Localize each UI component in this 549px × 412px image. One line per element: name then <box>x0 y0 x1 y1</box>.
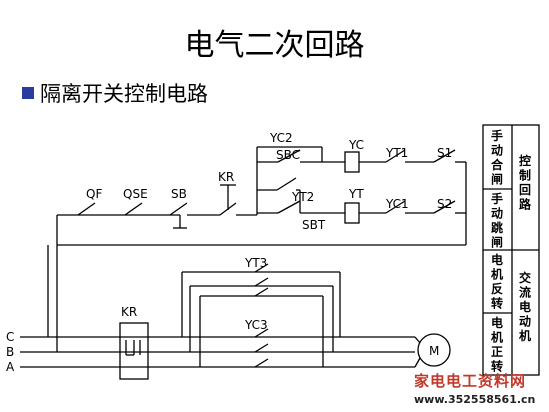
bus-label-b: B <box>6 345 14 359</box>
section-heading-text: 隔离开关控制电路 <box>40 82 208 106</box>
label-yt2: YT2 <box>291 190 314 204</box>
label-kr-top: KR <box>218 170 234 184</box>
bullet-square-icon <box>22 87 34 99</box>
label-kr-bottom: KR <box>121 305 137 319</box>
section-heading: 隔离开关控制电路 <box>22 78 208 108</box>
table-cell-manual-trip: 手动跳闸 <box>491 191 503 250</box>
table-cell-manual-close: 手动合闸 <box>491 128 504 187</box>
bus-label-c: C <box>6 330 14 344</box>
label-yc3: YC3 <box>244 318 268 332</box>
label-s2: S2 <box>437 197 452 211</box>
label-sbc: SBC <box>276 148 300 162</box>
label-qse: QSE <box>123 187 148 201</box>
label-motor: M <box>429 344 439 358</box>
table-cell-ac-motor: 交流电动机 <box>519 270 531 343</box>
label-yt3: YT3 <box>244 256 267 270</box>
label-yc: YC <box>348 138 364 152</box>
watermark-url: www.352558561.cn <box>414 393 536 406</box>
table-cell-control-circuit: 控制回路 <box>519 153 532 212</box>
bus-label-a: A <box>6 360 15 374</box>
label-yt: YT <box>348 187 364 201</box>
label-yt1: YT1 <box>385 146 408 160</box>
label-sb: SB <box>171 187 187 201</box>
page-title: 电气二次回路 <box>184 28 365 63</box>
table-cell-motor-forward: 电机正转 <box>491 315 503 374</box>
label-yc2: YC2 <box>269 131 293 145</box>
watermark-title: 家电电工资料网 <box>414 372 527 390</box>
label-sbt: SBT <box>302 218 326 232</box>
label-s1: S1 <box>437 146 452 160</box>
table-cell-motor-reverse: 电机反转 <box>491 252 503 311</box>
label-yc1: YC1 <box>385 197 409 211</box>
label-qf: QF <box>86 187 102 201</box>
